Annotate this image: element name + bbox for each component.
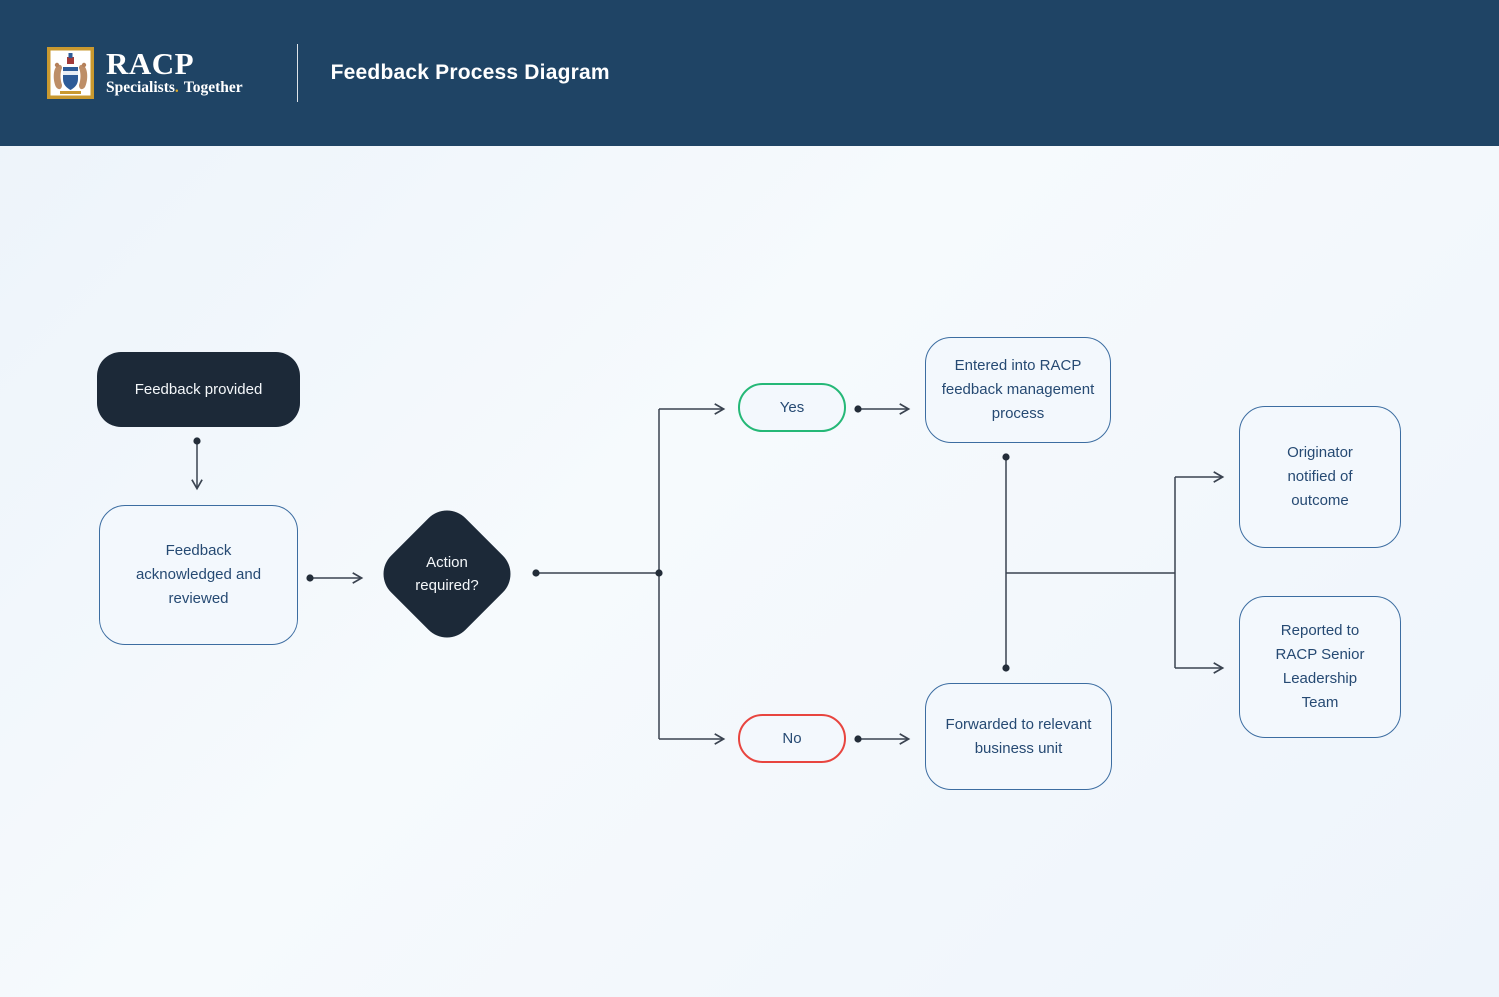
node-label: Reported to RACP Senior Leadership Team <box>1275 622 1365 711</box>
node-reported-leadership: Reported to RACP Senior Leadership Team <box>1239 596 1401 738</box>
node-forwarded-business-unit: Forwarded to relevant business unit <box>925 683 1112 790</box>
node-originator-notified: Originator notified of outcome <box>1239 406 1401 548</box>
node-label: Yes <box>779 398 805 416</box>
brand: RACP Specialists.Together <box>47 47 243 99</box>
header-divider <box>296 44 298 102</box>
node-label: Feedback provided <box>134 380 263 398</box>
node-entered-into-process: Entered into RACP feedback management pr… <box>925 337 1111 443</box>
branch-no: No <box>738 714 846 763</box>
tagline-word: Specialists <box>106 79 175 96</box>
racp-crest-icon <box>47 47 94 99</box>
branch-yes: Yes <box>738 383 846 432</box>
brand-name: RACP <box>106 46 195 81</box>
node-feedback-provided: Feedback provided <box>97 352 300 427</box>
brand-text: RACP Specialists.Together <box>106 46 243 97</box>
tagline-dot: . <box>174 79 179 96</box>
header-bar: RACP Specialists.Together Feedback Proce… <box>0 0 1499 146</box>
tagline-rest: Together <box>183 79 243 96</box>
page-title: Feedback Process Diagram <box>330 61 610 84</box>
node-label-wrap: Action required? <box>373 500 521 648</box>
node-label: Forwarded to relevant business unit <box>945 715 1092 757</box>
node-feedback-acknowledged: Feedback acknowledged and reviewed <box>99 505 298 645</box>
node-label: Feedback acknowledged and reviewed <box>135 542 262 607</box>
node-label: No <box>782 729 802 747</box>
node-label: Originator notified of outcome <box>1287 444 1353 509</box>
brand-tagline: Specialists.Together <box>106 79 243 97</box>
node-action-required-decision: Action required? <box>372 499 522 649</box>
node-label: Action required? <box>415 554 479 594</box>
node-label: Entered into RACP feedback management pr… <box>941 357 1095 422</box>
